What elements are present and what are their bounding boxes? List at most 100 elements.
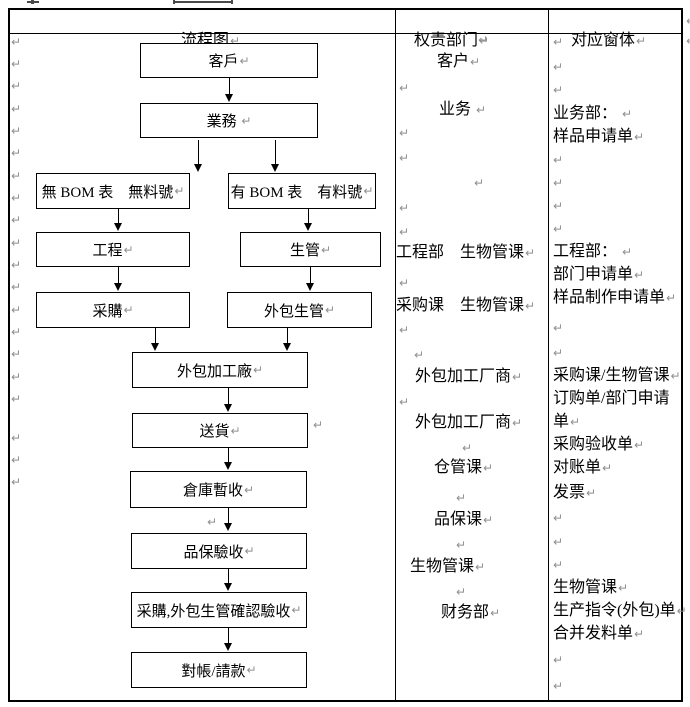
paragraph-mark-icon: ↵ xyxy=(553,153,564,167)
forms-label: 生产指令(外包)单 xyxy=(553,602,676,619)
flow-box-label: 有 BOM 表 有料號 xyxy=(230,184,363,201)
empty-paragraph-mark: ↵ xyxy=(10,32,21,52)
flow-box-warehouse-receipt[interactable]: 倉庫暫收↵ xyxy=(130,471,307,508)
flow-box-engineering[interactable]: 工程↵ xyxy=(36,232,190,267)
flow-box-purchasing[interactable]: 采購↵ xyxy=(36,292,190,328)
paragraph-mark-icon: ↵ xyxy=(456,491,467,505)
flow-arrow-down[interactable] xyxy=(224,508,233,531)
flow-box-no-bom[interactable]: 無 BOM 表 無料號↵ xyxy=(36,173,190,209)
arrow-head-icon xyxy=(306,283,314,291)
flow-arrow-down[interactable] xyxy=(151,328,160,351)
arrow-stem xyxy=(275,140,276,165)
empty-paragraph-mark: ↵ xyxy=(10,255,21,275)
flow-arrow-down[interactable] xyxy=(194,140,203,172)
flow-arrow-down[interactable] xyxy=(224,388,233,412)
paragraph-mark-icon: ↵ xyxy=(634,627,645,641)
flow-box-customer[interactable]: 客戶↵ xyxy=(140,43,318,78)
paragraph-mark-icon: ↵ xyxy=(470,55,481,69)
department-empty-line: ↵ xyxy=(398,148,409,168)
department-empty-line: ↵ xyxy=(398,222,409,242)
arrow-head-icon xyxy=(225,94,233,102)
forms-label: 采购课/生物管课 xyxy=(553,367,670,384)
flow-arrow-down[interactable] xyxy=(283,328,292,351)
empty-paragraph-mark: ↵ xyxy=(10,210,21,230)
paragraph-mark-icon: ↵ xyxy=(553,60,564,74)
paragraph-mark-icon: ↵ xyxy=(586,486,597,500)
flow-box-label: 業務 xyxy=(206,114,241,130)
clipped-text-fragment xyxy=(173,0,175,4)
paragraph-mark-icon: ↵ xyxy=(634,268,645,282)
paragraph-mark-icon: ↵ xyxy=(634,438,645,452)
flow-box-sales[interactable]: 業務 ↵ xyxy=(140,103,318,138)
paragraph-mark-icon: ↵ xyxy=(553,511,564,525)
flow-box-has-bom[interactable]: 有 BOM 表 有料號↵ xyxy=(228,173,376,209)
empty-paragraph-mark: ↵ xyxy=(10,450,21,470)
department-empty-line: ↵ xyxy=(413,345,424,365)
paragraph-mark-icon: ↵ xyxy=(399,201,410,215)
arrow-head-icon xyxy=(304,223,312,231)
empty-paragraph-mark: ↵ xyxy=(10,322,21,342)
arrow-head-icon xyxy=(224,462,232,470)
department-empty-line: ↵ xyxy=(473,173,484,193)
flow-box-qa-acceptance[interactable]: 品保驗收↵ xyxy=(131,533,307,569)
flow-box-billing[interactable]: 對帳/請款↵ xyxy=(131,652,307,688)
clipped-text-fragment xyxy=(27,1,39,3)
forms-text-line: 订购单/部门申请 xyxy=(553,389,669,409)
department-text-line: 工程部 生物管课↵ xyxy=(396,243,535,263)
flow-arrow-down[interactable] xyxy=(306,267,315,291)
forms-label: 工程部： xyxy=(553,243,622,260)
flow-arrow-down[interactable] xyxy=(304,209,313,231)
flow-arrow-down[interactable] xyxy=(271,140,280,172)
flow-arrow-down[interactable] xyxy=(225,78,234,102)
flow-arrow-down[interactable] xyxy=(114,209,123,231)
forms-label: 采购验收单 xyxy=(553,436,634,453)
department-text-line: 生物管课↵ xyxy=(410,557,485,577)
flow-box-label: 送貨 xyxy=(199,424,230,440)
paragraph-mark-icon: ↵ xyxy=(243,482,255,497)
paragraph-mark-icon: ↵ xyxy=(512,370,523,384)
department-label: 仓管课 xyxy=(434,459,483,476)
flow-box-label: 外包加工廠 xyxy=(176,363,252,380)
paragraph-mark-icon: ↵ xyxy=(11,370,22,384)
flow-arrow-down[interactable] xyxy=(224,448,233,470)
empty-paragraph-mark: ↵ xyxy=(10,367,21,387)
department-label: 外包加工厂商 xyxy=(415,414,512,431)
paragraph-mark-icon: ↵ xyxy=(622,245,633,259)
empty-paragraph-mark: ↵ xyxy=(10,472,21,492)
arrow-stem xyxy=(118,209,119,224)
department-label: 采购课 生物管课 xyxy=(396,297,525,314)
forms-text-line: 采购验收单↵ xyxy=(553,435,644,455)
paragraph-mark-icon: ↵ xyxy=(11,347,22,361)
forms-text-line: 采购课/生物管课↵ xyxy=(553,366,681,386)
department-empty-line: ↵ xyxy=(455,488,466,508)
forms-label: 样品制作申请单 xyxy=(553,289,666,306)
flow-arrow-down[interactable] xyxy=(224,569,233,591)
flow-arrow-down[interactable] xyxy=(224,628,233,651)
flow-box-outsource-factory[interactable]: 外包加工廠↵ xyxy=(132,352,308,388)
paragraph-mark-icon: ↵ xyxy=(291,603,302,617)
arrow-stem xyxy=(118,267,119,284)
flow-box-outsource-pm[interactable]: 外包生管↵ xyxy=(227,292,372,328)
arrow-head-icon xyxy=(114,283,122,291)
flow-box-label: 外包生管 xyxy=(263,303,324,320)
department-label: 业务 xyxy=(439,101,476,118)
arrow-head-icon xyxy=(114,223,122,231)
forms-empty-line: ↵ xyxy=(552,57,563,77)
arrow-head-icon xyxy=(224,643,232,651)
arrow-stem xyxy=(228,448,229,463)
flow-arrow-down[interactable] xyxy=(114,267,123,291)
arrow-stem xyxy=(310,267,311,284)
arrow-stem xyxy=(308,209,309,224)
flow-box-label: 生管 xyxy=(289,243,320,259)
paragraph-mark-icon: ↵ xyxy=(123,303,134,317)
forms-label: 单 xyxy=(553,413,570,430)
flow-box-delivery[interactable]: 送貨↵ xyxy=(132,413,308,448)
paragraph-mark-icon: ↵ xyxy=(685,14,690,28)
forms-label: 对账单 xyxy=(553,459,602,476)
flow-box-production-mgmt[interactable]: 生管↵ xyxy=(240,232,381,267)
department-text-line: 客户↵ xyxy=(437,52,480,72)
empty-paragraph-mark: ↵ xyxy=(10,389,21,409)
arrow-stem xyxy=(228,628,229,644)
flow-box-confirm-acceptance[interactable]: 采購,外包生管確認驗收↵ xyxy=(131,592,307,628)
paragraph-mark-icon: ↵ xyxy=(478,33,489,47)
